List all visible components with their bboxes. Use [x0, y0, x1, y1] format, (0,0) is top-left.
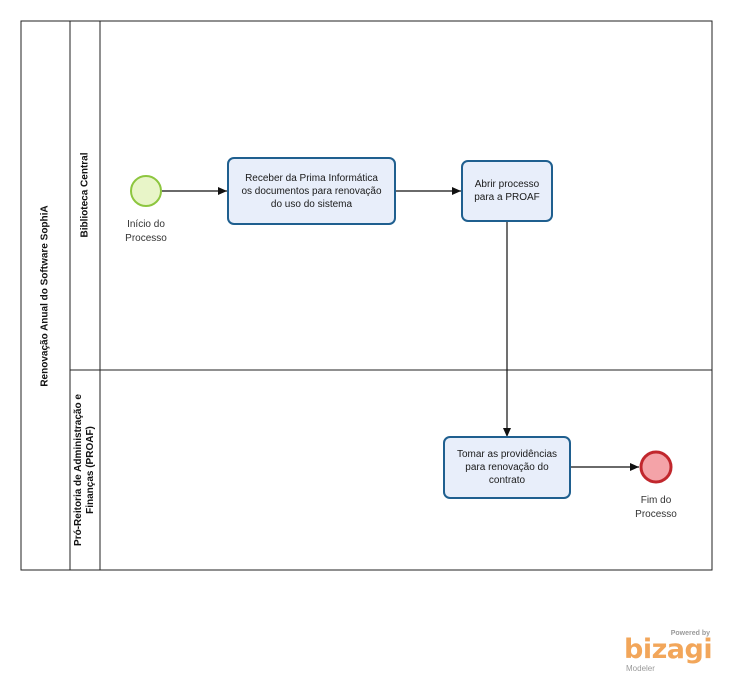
pool-title: Renovação Anual do Software SophiA — [39, 205, 51, 387]
start-event[interactable] — [130, 175, 162, 207]
logo-powered-text: Powered by — [670, 630, 710, 637]
pool-frame — [20, 20, 713, 571]
lane-title-proaf: Pró-Reitoria de Administração e Finanças… — [73, 394, 96, 546]
task-take-measures[interactable] — [443, 436, 571, 499]
logo-brand-text: bizagi — [624, 634, 713, 665]
bizagi-logo: Powered by bizagi Modeler — [624, 630, 714, 674]
start-event-label: Início do Processo — [125, 219, 167, 244]
logo-product-text: Modeler — [626, 664, 655, 673]
task-receive-documents[interactable] — [227, 157, 396, 225]
lane-title-biblioteca: Biblioteca Central — [79, 152, 91, 238]
end-event[interactable] — [639, 450, 673, 484]
end-event-label: Fim do Processo — [635, 495, 677, 520]
task-open-process[interactable] — [461, 160, 553, 222]
